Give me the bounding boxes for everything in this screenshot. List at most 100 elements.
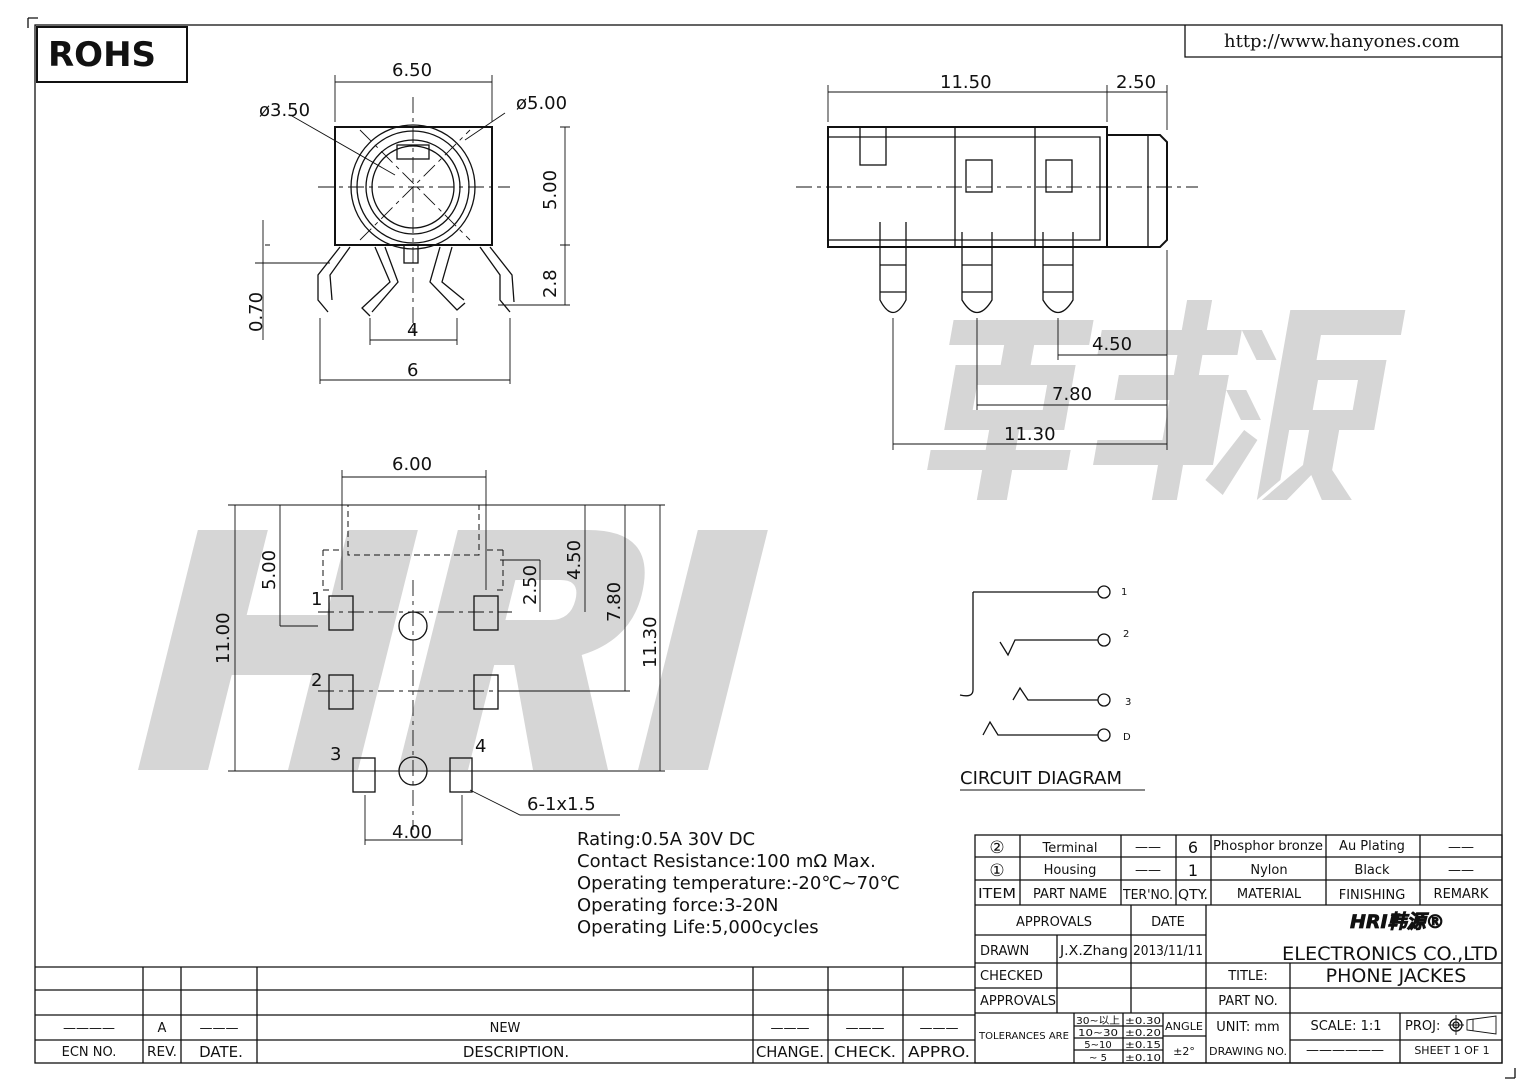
circuit-labels-0: 1 <box>1121 587 1127 598</box>
bom-headers-remark: REMARK <box>1434 887 1489 902</box>
side-view-d-length: 11.50 <box>940 72 992 93</box>
footprint-d-h5: 5.00 <box>259 550 280 590</box>
front-view-d-pin-height: 2.8 <box>540 269 561 298</box>
bom-rows-1-material: Nylon <box>1250 863 1287 878</box>
front-view-d-outer: 6 <box>407 360 418 381</box>
footprint-pin2: 2 <box>311 670 322 691</box>
footprint-view: 6.00 11.00 5.00 2.50 4.50 7.80 11.30 1 2… <box>213 454 665 845</box>
company-name: ELECTRONICS CO.,LTD <box>1282 943 1498 965</box>
revision-ecn: ———— <box>63 1021 115 1036</box>
front-view: 6.50 ø3.50 ø5.00 5.00 2.8 0.70 4 6 <box>246 60 570 384</box>
title-block-drawn-date: 2013/11/11 <box>1133 944 1203 959</box>
bom-rows-1-ter: —— <box>1135 863 1161 878</box>
bom-rows-1-part: Housing <box>1044 863 1097 878</box>
footprint-d-h78: 7.80 <box>604 582 625 622</box>
side-view-d-p3: 11.30 <box>1004 424 1056 445</box>
rohs-label: ROHS <box>48 35 156 75</box>
footprint-pin3: 3 <box>330 744 341 765</box>
bom-headers-finishing: FINISHING <box>1339 888 1406 903</box>
revision-check: ——— <box>846 1021 885 1036</box>
bom-rows-1-finishing: Black <box>1354 863 1390 878</box>
bom-rows-0-part: Terminal <box>1042 841 1098 856</box>
bom-headers-item: ITEM <box>978 887 1016 902</box>
front-view-d-offset: 0.70 <box>246 292 267 332</box>
title-block-drawing-no-label: DRAWING NO. <box>1209 1045 1287 1058</box>
bom-rows-1-qty: 1 <box>1188 861 1198 880</box>
footprint-pin4: 4 <box>475 736 486 757</box>
bom-rows-0-item: ② <box>989 838 1004 858</box>
circuit-title: CIRCUIT DIAGRAM <box>960 768 1122 789</box>
revision-headers-description: DESCRIPTION. <box>463 1043 569 1061</box>
footprint-d-h11: 11.00 <box>213 612 234 664</box>
title-block-angle: ±2° <box>1173 1045 1195 1058</box>
title-block-tolerances-2-tol: ±0.15 <box>1125 1040 1161 1051</box>
side-view: 11.50 2.50 4.50 7.80 11.30 <box>796 72 1198 450</box>
footprint-d-h45: 4.50 <box>564 540 585 580</box>
revision-description: NEW <box>490 1021 521 1036</box>
footprint-d-h25: 2.50 <box>520 565 541 605</box>
footprint-d-h113: 11.30 <box>640 616 661 668</box>
footprint-pin1: 1 <box>311 589 322 610</box>
title-block-scale: SCALE: 1:1 <box>1310 1019 1381 1034</box>
specs-0: Rating:0.5A 30V DC <box>577 829 755 850</box>
front-view-d-top: 6.50 <box>392 60 432 81</box>
bom-headers-material: MATERIAL <box>1237 887 1302 902</box>
front-view-d-inner: 4 <box>407 320 418 341</box>
bom-headers-ter: TER'NO. <box>1122 888 1173 903</box>
title-block-approvals2: APPROVALS <box>980 994 1056 1009</box>
specs-1: Contact Resistance:100 mΩ Max. <box>577 851 876 872</box>
title-block-drawn: DRAWN <box>980 944 1029 959</box>
rohs-box <box>36 26 188 83</box>
company-logo: HRI韩源® <box>1350 911 1445 933</box>
bom-rows-0-qty: 6 <box>1188 838 1198 857</box>
title-block-tolerances-label: TOLERANCES ARE <box>978 1031 1069 1042</box>
title-block-title-label: TITLE: <box>1227 969 1268 984</box>
side-view-d-p1: 4.50 <box>1092 334 1132 355</box>
bom-rows-1-item: ① <box>989 861 1004 881</box>
revision-appro: ——— <box>920 1021 959 1036</box>
watermark-latin-shape <box>138 530 768 770</box>
frame <box>34 24 1503 1064</box>
bom-headers-qty: QTY. <box>1178 888 1208 903</box>
bom-rows-0-material: Phosphor bronze <box>1213 839 1323 854</box>
specs-3: Operating force:3-20N <box>577 895 778 916</box>
title-block-tolerances-1-tol: ±0.20 <box>1125 1028 1161 1039</box>
revision-rev: A <box>158 1021 167 1036</box>
revision-headers-appro: APPRO. <box>908 1043 970 1061</box>
side-view-d-p2: 7.80 <box>1052 384 1092 405</box>
title-block-tolerances-0-range: 30~以上 <box>1076 1015 1120 1027</box>
front-view-d-height: 5.00 <box>540 170 561 210</box>
title-block-part-no-label: PART NO. <box>1218 994 1278 1009</box>
title-block-angle-label: ANGLE <box>1165 1020 1203 1033</box>
bom-headers-part: PART NAME <box>1033 887 1107 902</box>
revision-table: ————A ———NEW —————— ——— ECN NO.REV. DATE… <box>35 966 975 1063</box>
bom-rows-0-ter: —— <box>1135 840 1161 855</box>
footprint-d-bottom: 4.00 <box>392 822 432 843</box>
revision-headers-ecn: ECN NO. <box>62 1045 117 1060</box>
title-block-tolerances-0-tol: ±0.30 <box>1125 1016 1161 1027</box>
revision-change: ——— <box>771 1021 810 1036</box>
projection-symbol-icon <box>1448 1015 1497 1035</box>
bom-rows-1-remark: —— <box>1448 863 1474 878</box>
bom-rows-0-remark: —— <box>1448 840 1474 855</box>
title-block-approvals: APPROVALS <box>1016 915 1092 930</box>
front-view-d-large: ø5.00 <box>516 93 567 114</box>
title-block-unit: UNIT: mm <box>1216 1020 1279 1035</box>
revision-headers-rev: REV. <box>147 1045 177 1060</box>
website-url[interactable]: http://www.hanyones.com <box>1224 31 1460 52</box>
title-block-tolerances-2-range: 5~10 <box>1084 1040 1111 1051</box>
specifications: Rating:0.5A 30V DC Contact Resistance:10… <box>577 829 900 938</box>
footprint-d-width: 6.00 <box>392 454 432 475</box>
circuit-diagram: 1 2 3 D CIRCUIT DIAGRAM <box>959 585 1145 791</box>
circuit-labels-3: D <box>1123 732 1131 743</box>
title-block-tolerances-1-range: 10~30 <box>1078 1028 1118 1039</box>
title-block-drawn-by: J.X.Zhang <box>1059 944 1128 959</box>
front-view-d-small: ø3.50 <box>259 100 310 121</box>
revision-headers-check: CHECK. <box>834 1043 896 1061</box>
drawing-title: PHONE JACKES <box>1326 965 1467 987</box>
title-block-tolerances-3-range: ~ 5 <box>1089 1053 1107 1064</box>
title-block-tolerances-3-tol: ±0.10 <box>1125 1053 1161 1064</box>
circuit-labels-2: 3 <box>1125 697 1131 708</box>
